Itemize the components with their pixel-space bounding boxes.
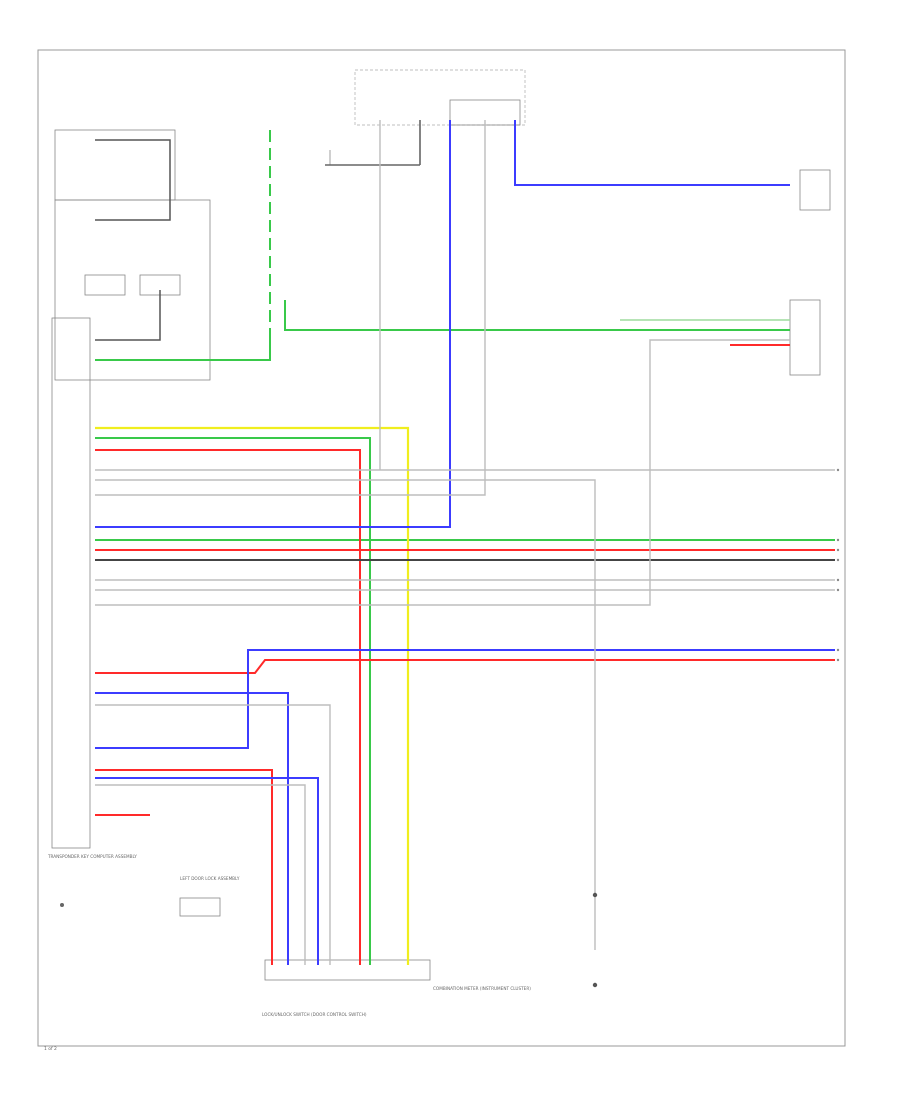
- blue-wire-group: [95, 120, 835, 965]
- yellow-wire: [95, 426, 410, 965]
- bottom-connector-row: LOCK/UNLOCK SWITCH (DOOR CONTROL SWITCH)…: [262, 959, 531, 1017]
- svg-text:LOCK/UNLOCK SWITCH (DOOR CONTR: LOCK/UNLOCK SWITCH (DOOR CONTROL SWITCH): [262, 1012, 367, 1017]
- svg-text:LEFT DOOR LOCK ASSEMBLY: LEFT DOOR LOCK ASSEMBLY: [180, 876, 240, 881]
- right-pin-markers: [836, 468, 840, 662]
- main-unit-label: TRANSPONDER KEY COMPUTER ASSEMBLY: [47, 854, 137, 859]
- left-door-lock: LEFT DOOR LOCK ASSEMBLY: [60, 876, 240, 917]
- red-wire-group: [95, 344, 835, 965]
- main-unit-box: [51, 317, 91, 849]
- gray-wire-group: [95, 120, 835, 965]
- ground-symbol-group: [592, 892, 598, 988]
- diagram-frame: [37, 49, 846, 1047]
- black-wire-group: [95, 139, 835, 561]
- right-upper-box: [799, 169, 831, 211]
- svg-text:COMBINATION METER (INSTRUMENT: COMBINATION METER (INSTRUMENT CLUSTER): [433, 986, 531, 991]
- page-number: 1 of 2: [44, 1046, 57, 1052]
- top-switch-group: [54, 69, 526, 381]
- right-control-box: [789, 299, 821, 376]
- green-wire-group: [95, 130, 835, 965]
